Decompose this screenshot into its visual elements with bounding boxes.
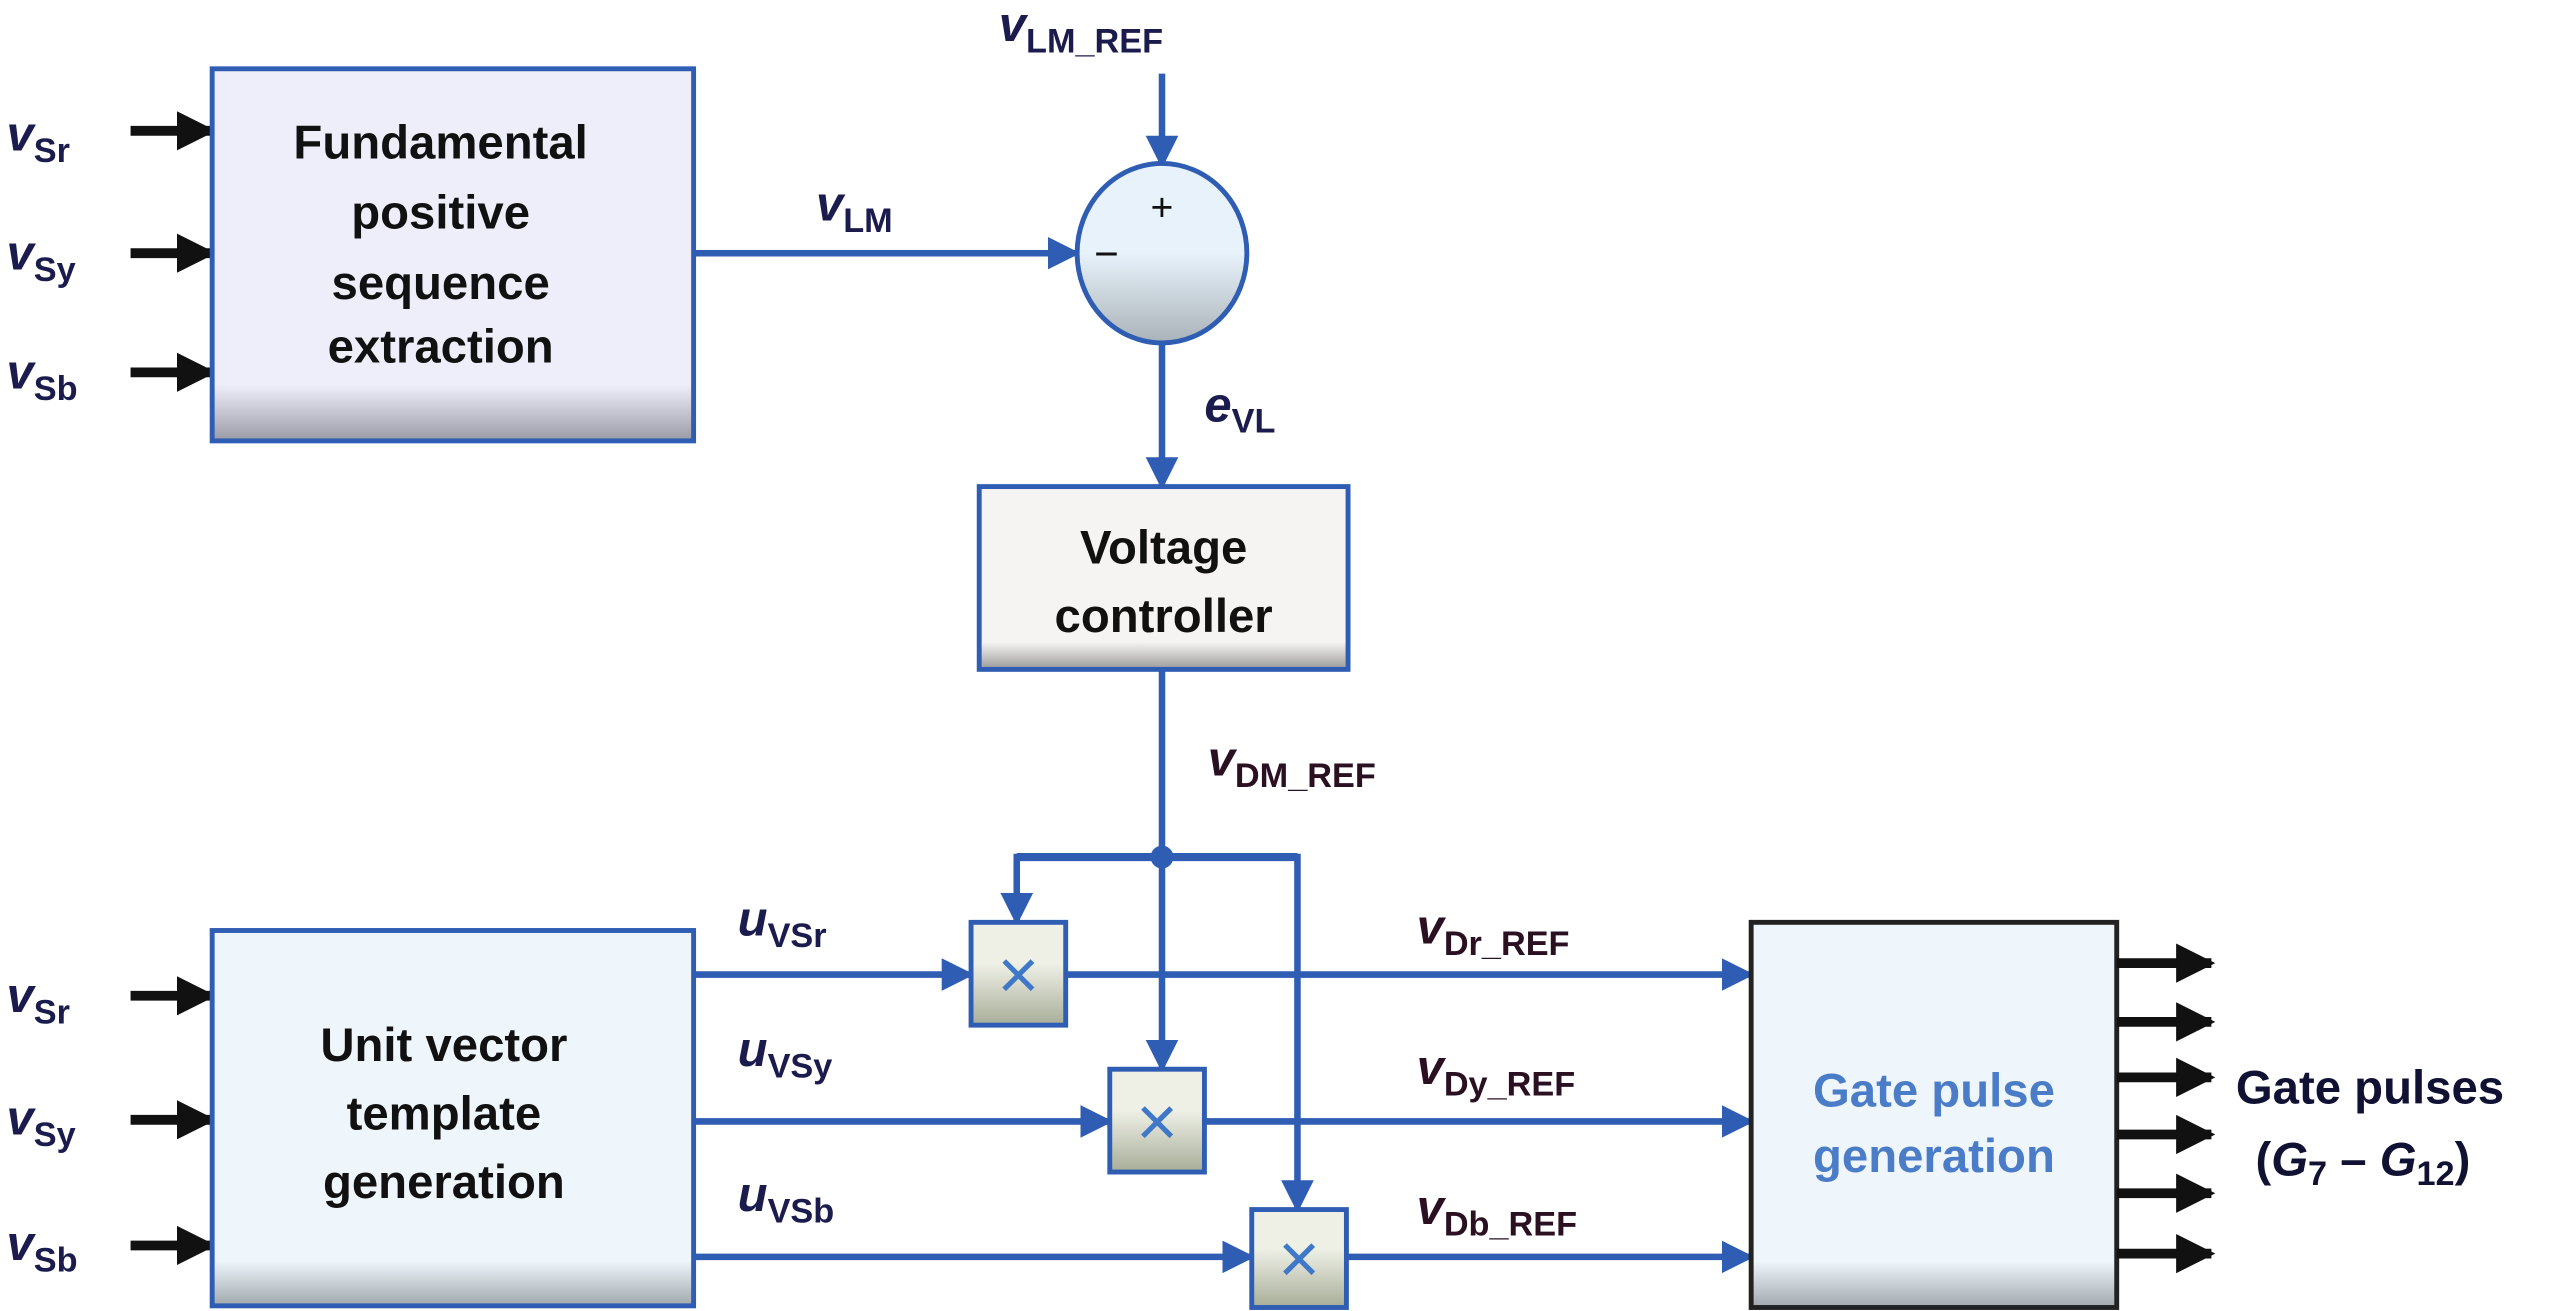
svg-text:generation: generation xyxy=(323,1156,565,1209)
svg-text:Fundamental: Fundamental xyxy=(293,117,587,170)
input-label-vsy-bottom: vSy xyxy=(7,1091,76,1153)
gate-output-arrows xyxy=(2116,943,2216,1274)
input-label-vsr-top: vSr xyxy=(7,107,70,169)
unit-vector-template-generation-block: Unit vector template generation xyxy=(209,928,697,1309)
gate-pulse-generation-block: Gate pulse generation xyxy=(1748,919,2120,1310)
uvsr-label: uVSr xyxy=(738,892,827,954)
vdm-ref-distribution xyxy=(1000,669,1314,1213)
multiply-icon: × xyxy=(1278,1219,1320,1299)
svg-text:Unit vector: Unit vector xyxy=(320,1019,567,1072)
plus-sign: + xyxy=(1151,187,1174,230)
svg-text:sequence: sequence xyxy=(332,257,550,310)
uvsb-label: uVSb xyxy=(738,1168,835,1230)
vdr-ref-label: vDr_REF xyxy=(1417,901,1570,963)
svg-text:controller: controller xyxy=(1055,590,1273,643)
vdy-ref-label: vDy_REF xyxy=(1417,1041,1576,1103)
input-label-vsb-top: vSb xyxy=(7,346,78,408)
vdm-ref-label: vDM_REF xyxy=(1208,732,1376,794)
gate-pulses-range: (G7 – G12) xyxy=(2255,1133,2470,1193)
vlm-ref-label: vLM_REF xyxy=(999,0,1163,60)
multiplier-b: × xyxy=(1249,1207,1349,1310)
svg-text:Gate pulse: Gate pulse xyxy=(1813,1065,2055,1118)
summing-junction: + − xyxy=(1074,160,1250,346)
multiplier-r: × xyxy=(968,919,1069,1028)
multiply-icon: × xyxy=(1136,1082,1178,1162)
vlm-label: vLM xyxy=(816,178,893,240)
input-label-vsb-bottom: vSb xyxy=(7,1217,78,1279)
fpse-inputs: vSr vSy vSb xyxy=(7,107,217,408)
gate-pulses-label: Gate pulses xyxy=(2236,1061,2504,1114)
input-label-vsr-bottom: vSr xyxy=(7,969,70,1031)
svg-text:Voltage: Voltage xyxy=(1080,521,1247,574)
input-label-vsy-top: vSy xyxy=(7,227,76,289)
evl-label: eVL xyxy=(1204,378,1275,440)
svg-text:extraction: extraction xyxy=(328,321,554,374)
svg-text:positive: positive xyxy=(351,187,530,240)
fundamental-positive-sequence-extraction-block: Fundamental positive sequence extraction xyxy=(209,66,697,444)
minus-sign: − xyxy=(1094,230,1119,277)
svg-text:template: template xyxy=(347,1088,542,1141)
vdb-ref-label: vDb_REF xyxy=(1417,1181,1578,1243)
uvsy-label: uVSy xyxy=(738,1023,833,1085)
multiply-icon: × xyxy=(997,935,1039,1015)
uvt-inputs: vSr vSy vSb xyxy=(7,969,217,1280)
multiplier-y: × xyxy=(1107,1066,1207,1175)
svg-text:generation: generation xyxy=(1813,1130,2055,1183)
voltage-controller-block: Voltage controller xyxy=(976,484,1351,672)
